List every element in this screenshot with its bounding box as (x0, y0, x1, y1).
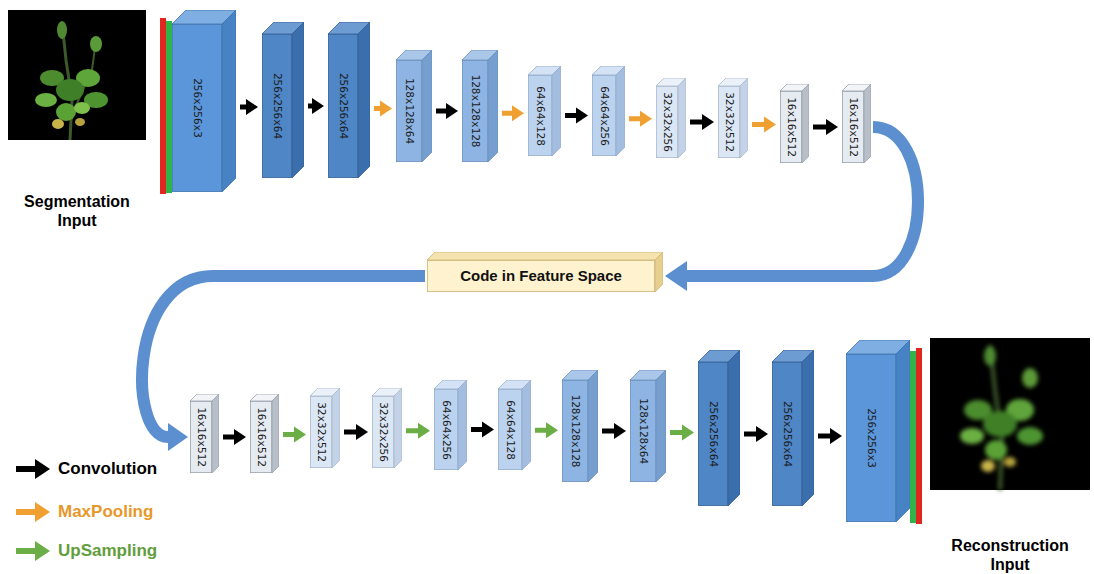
block-shape (846, 340, 910, 522)
feature-map-block: 256x256x64 (328, 22, 370, 178)
block-size-label: 16x16x512 (255, 407, 268, 467)
layer-arrow (223, 429, 246, 445)
code-box: Code in Feature Space (427, 252, 663, 292)
feature-map-block: 256x256x64 (262, 22, 304, 178)
image-caption: Reconstruction Input (940, 536, 1080, 574)
feature-map-block: 64x64x256 (434, 380, 467, 470)
legend-text: MaxPooling (58, 502, 153, 522)
layer-arrow (240, 99, 258, 115)
block-size-label: 256x256x64 (271, 73, 284, 139)
layer-arrow (752, 117, 776, 133)
legend-arrow (16, 502, 50, 522)
feature-map-block: 128x128x128 (462, 50, 498, 162)
block-size-label: 256x256x3 (865, 408, 878, 468)
green-channel-slab (910, 351, 916, 523)
layer-arrow (308, 98, 324, 114)
reconstruction-image (930, 338, 1090, 490)
layer-arrow (344, 424, 368, 440)
legend-arrow (16, 459, 50, 479)
feature-map-block: 64x64x256 (592, 66, 625, 156)
block-shape (172, 10, 236, 192)
feature-map-block: 16x16x512 (250, 394, 279, 473)
block-size-label: 32x32x256 (661, 92, 674, 152)
feature-map-block: 256x256x64 (698, 350, 740, 506)
layer-arrow (629, 111, 652, 127)
layer-arrow (813, 119, 838, 135)
feature-map-block: 128x128x64 (396, 50, 432, 162)
block-size-label: 256x256x64 (781, 401, 794, 467)
block-size-label: 128x128x128 (569, 395, 582, 468)
layer-arrow (565, 108, 588, 124)
feature-map-block: 256x256x3 (172, 10, 236, 192)
layer-arrow (744, 426, 768, 442)
layer-arrow (670, 425, 694, 441)
layer-arrow (602, 423, 626, 439)
feature-map-block: 128x128x64 (630, 370, 666, 482)
block-size-label: 32x32x256 (377, 402, 390, 462)
layer-arrow (535, 422, 558, 438)
red-channel-slab (160, 18, 166, 194)
feature-map-block: 256x256x64 (772, 350, 814, 506)
segmentation-image (8, 10, 146, 140)
layer-arrow (436, 103, 458, 119)
block-size-label: 64x64x256 (598, 86, 611, 146)
block-size-label: 128x128x64 (637, 398, 650, 464)
layer-arrow (374, 101, 392, 117)
legend-text: Convolution (58, 459, 157, 479)
feature-map-block: 256x256x3 (846, 340, 910, 522)
layer-arrow (690, 114, 714, 130)
feature-map-block: 32x32x256 (656, 78, 686, 158)
feature-map-block: 32x32x256 (372, 388, 402, 468)
block-size-label: 128x128x64 (403, 78, 416, 144)
green-channel-slab (166, 21, 172, 193)
block-size-label: 64x64x256 (440, 400, 453, 460)
block-size-label: 16x16x512 (195, 407, 208, 467)
legend-text: UpSampling (58, 541, 157, 561)
red-channel-slab (916, 348, 922, 524)
block-size-label: 64x64x128 (534, 86, 547, 146)
layer-arrow (818, 428, 842, 444)
block-size-label: 16x16x512 (785, 97, 798, 157)
layer-arrow (471, 422, 494, 438)
block-size-label: 256x256x64 (707, 401, 720, 467)
block-size-label: 256x256x3 (191, 78, 204, 138)
block-size-label: 16x16x512 (847, 97, 860, 157)
feature-map-block: 128x128x128 (562, 370, 598, 482)
feature-map-block: 32x32x512 (718, 78, 748, 158)
code-label: Code in Feature Space (460, 267, 622, 285)
feature-map-block: 64x64x128 (528, 66, 561, 156)
layer-arrow (406, 423, 430, 439)
feature-map-block: 16x16x512 (842, 84, 871, 163)
image-caption: Segmentation Input (12, 192, 142, 230)
feature-map-block: 32x32x512 (310, 388, 340, 468)
block-size-label: 32x32x512 (315, 402, 328, 462)
layer-arrow (502, 105, 524, 121)
block-size-label: 64x64x128 (504, 400, 517, 460)
block-size-label: 128x128x128 (469, 75, 482, 148)
layer-arrow (283, 427, 306, 443)
feature-map-block: 64x64x128 (498, 380, 531, 470)
legend-arrow (16, 541, 50, 561)
block-size-label: 32x32x512 (723, 92, 736, 152)
feature-map-block: 16x16x512 (780, 84, 809, 163)
block-size-label: 256x256x64 (337, 73, 350, 139)
feature-map-block: 16x16x512 (190, 394, 219, 473)
